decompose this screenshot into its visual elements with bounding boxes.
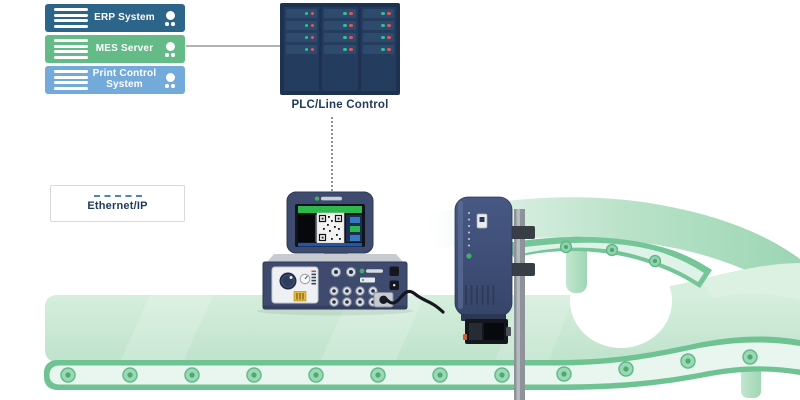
- connection-line-plc-printer: [331, 117, 333, 191]
- conveyor-upper-frame: [506, 236, 712, 288]
- status-led-icon: [342, 35, 353, 40]
- server-stack: ERP System MES Server Print Control Syst…: [45, 4, 185, 97]
- server-label: ERP System: [94, 11, 155, 23]
- status-led-icon: [381, 23, 391, 28]
- server-box-print-control: Print Control System: [45, 66, 185, 94]
- controller-panel: [271, 266, 319, 304]
- rack-column: [284, 7, 320, 91]
- status-led-icon: [304, 23, 315, 28]
- rack-unit: [324, 9, 356, 18]
- server-box-erp: ERP System: [45, 4, 185, 32]
- indicator-bars-icon: [311, 270, 316, 285]
- rack-unit: [324, 33, 356, 42]
- vent-lines-icon: [465, 285, 495, 305]
- brand-logo-icon: [314, 196, 320, 201]
- rack-unit: [362, 9, 394, 18]
- power-buttons: [389, 266, 399, 290]
- server-lines-icon: [54, 8, 88, 28]
- conveyor-turn-hole: [570, 254, 672, 348]
- rack-unit: [362, 45, 394, 54]
- rack-unit: [286, 9, 318, 18]
- laser-head: [463, 319, 511, 344]
- rack-label: PLC/Line Control: [291, 99, 389, 111]
- connection-line-mes-plc: [186, 45, 280, 47]
- legend-label: Ethernet/IP: [87, 200, 148, 212]
- server-status: [161, 72, 179, 88]
- server-label: MES Server: [95, 42, 154, 54]
- ethernet-dashed-line-icon: [93, 195, 142, 197]
- status-led-icon: [304, 35, 315, 40]
- laser-marker-unit: [454, 196, 513, 344]
- qr-code-icon: [316, 212, 345, 244]
- drive-dots-icon: [165, 84, 175, 88]
- rack-unit: [286, 21, 318, 30]
- mounting-pole: [506, 209, 535, 400]
- status-led-icon: [304, 47, 315, 52]
- rack-column: [360, 7, 396, 91]
- server-lines-icon: [54, 70, 88, 90]
- conveyor-roller-frame: [44, 336, 800, 390]
- drive-dots-icon: [165, 53, 175, 57]
- printer-display: [286, 191, 374, 254]
- brand-logo-icon: [359, 268, 365, 274]
- server-label: Print Control System: [92, 68, 157, 90]
- rack-unit: [286, 45, 318, 54]
- server-status: [161, 10, 179, 26]
- status-led-icon: [342, 47, 353, 52]
- brand-logo-vertical-icon: [466, 212, 472, 259]
- status-led-icon: [304, 11, 315, 16]
- rack-unit: [286, 33, 318, 42]
- rack-unit: [362, 33, 394, 42]
- power-cable: [385, 290, 445, 314]
- status-led-icon: [381, 35, 391, 40]
- printer-controller: [262, 191, 408, 310]
- plc-rack: [280, 3, 400, 95]
- rack-unit: [324, 45, 356, 54]
- status-led-icon: [381, 47, 391, 52]
- vent-icon: [293, 291, 307, 302]
- legend-box: Ethernet/IP: [50, 185, 185, 222]
- power-led-icon: [165, 41, 175, 51]
- status-led-icon: [342, 23, 353, 28]
- connector-ports: [329, 266, 378, 307]
- gauge-icon: [299, 273, 311, 285]
- power-socket: [373, 292, 394, 308]
- server-status: [161, 41, 179, 57]
- power-led-icon: [165, 72, 175, 82]
- knob-icon: [279, 272, 297, 290]
- rack-unit: [362, 21, 394, 30]
- rack-unit: [324, 21, 356, 30]
- status-led-icon: [381, 11, 391, 16]
- server-box-mes: MES Server: [45, 35, 185, 63]
- drive-dots-icon: [165, 22, 175, 26]
- status-led-icon: [342, 11, 353, 16]
- rack-column: [322, 7, 358, 91]
- server-lines-icon: [54, 39, 88, 59]
- power-led-icon: [165, 10, 175, 20]
